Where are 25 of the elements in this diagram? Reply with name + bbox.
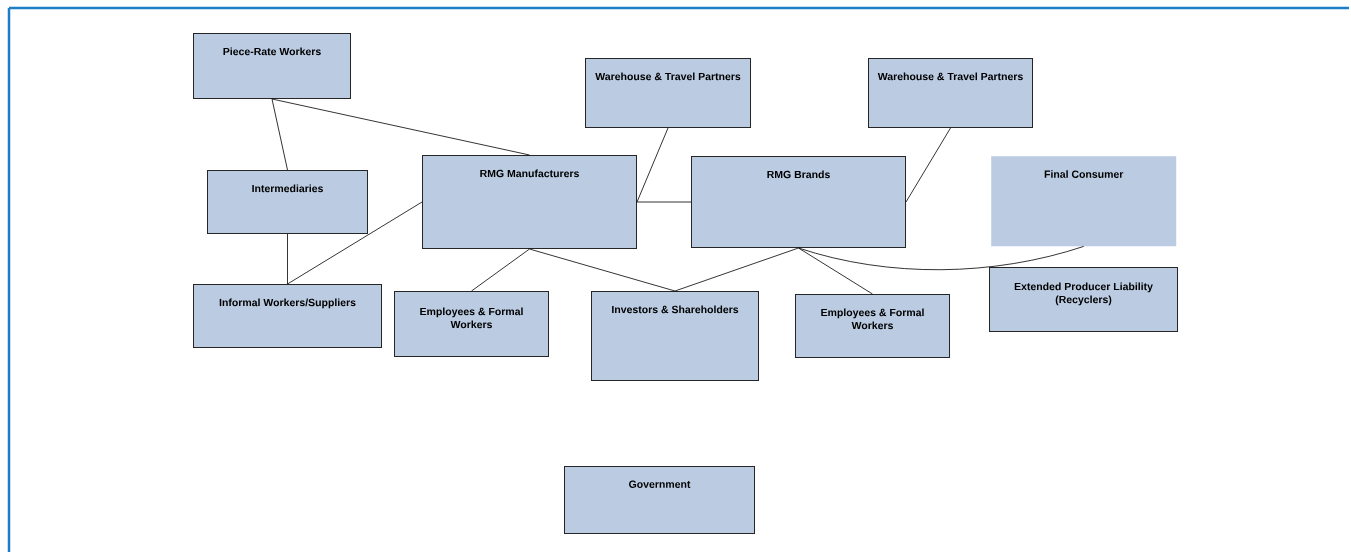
connector-line (271, 98, 530, 156)
process-box: Final Consumer (991, 156, 1177, 247)
connector-line (798, 246, 1085, 271)
process-box: Intermediaries (207, 170, 368, 234)
process-box: Warehouse & Travel Partners (868, 58, 1033, 128)
process-box: Employees & Formal Workers (795, 294, 950, 358)
process-box: RMG Brands (691, 156, 906, 248)
process-box: Investors & Shareholders (591, 291, 759, 381)
connector-line (636, 127, 669, 203)
process-box: Piece-Rate Workers (193, 33, 351, 99)
connector-line (287, 233, 288, 285)
process-box: Extended Producer Liability (Recyclers) (989, 267, 1178, 332)
connector-line (798, 247, 873, 295)
connector-line (674, 247, 799, 292)
process-box: Employees & Formal Workers (394, 291, 549, 357)
connector-line (271, 98, 288, 171)
connector-line (529, 248, 676, 292)
connector-line (471, 248, 530, 292)
connector-line (905, 127, 951, 203)
process-box: Informal Workers/Suppliers (193, 284, 382, 348)
process-box: Government (564, 466, 755, 534)
process-box: RMG Manufacturers (422, 155, 637, 249)
connector-line (636, 201, 692, 203)
connector-line (287, 201, 423, 285)
process-box: Warehouse & Travel Partners (585, 58, 751, 128)
